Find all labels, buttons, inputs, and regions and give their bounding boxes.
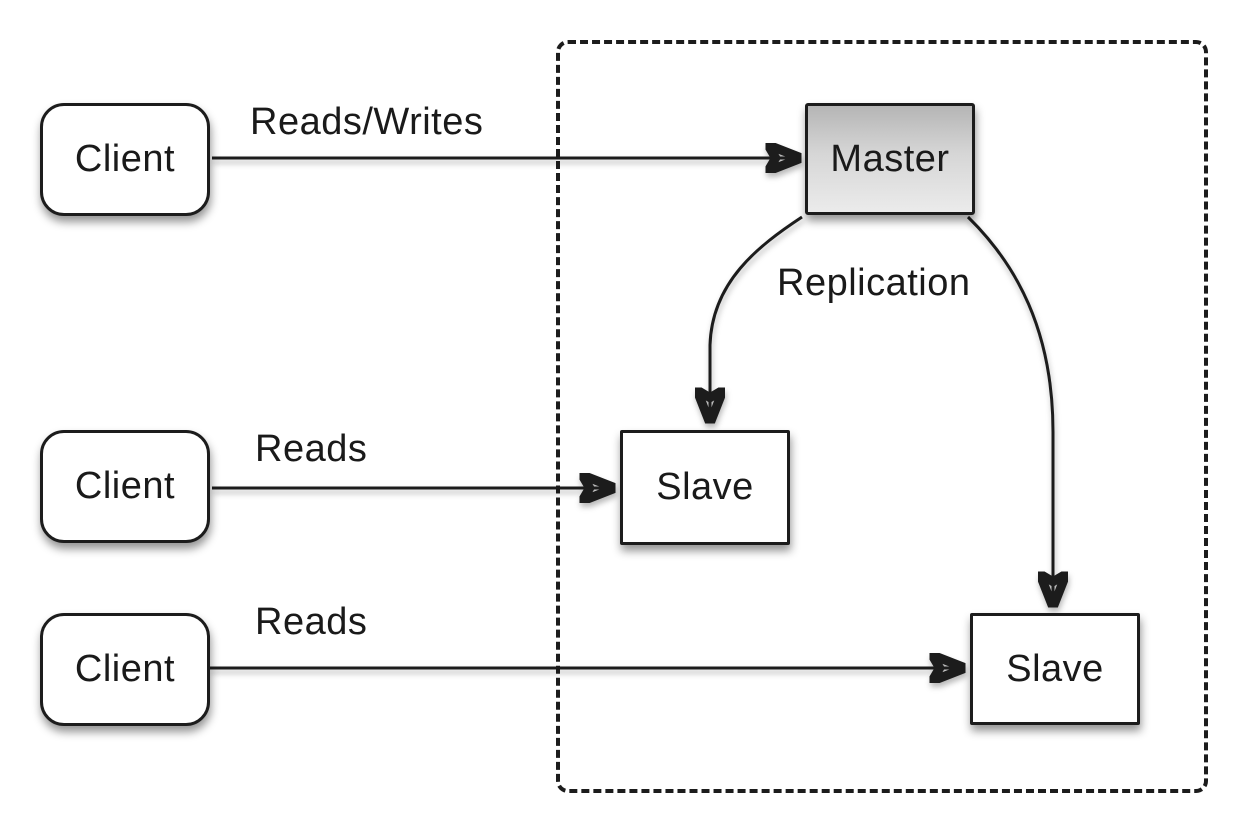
node-slave-1: Slave	[620, 430, 790, 545]
edge-label-reads-writes: Reads/Writes	[250, 101, 484, 143]
node-client-1-label: Client	[74, 138, 176, 180]
node-client-2: Client	[40, 430, 210, 543]
node-client-1: Client	[40, 103, 210, 216]
node-master: Master	[805, 103, 975, 215]
edge-label-replication: Replication	[777, 262, 971, 304]
arrow-master-to-slave1	[710, 215, 803, 422]
node-client-2-label: Client	[74, 465, 176, 507]
edge-label-reads-client2: Reads	[255, 428, 368, 470]
arrow-master-to-slave2	[966, 215, 1053, 606]
node-slave-1-label: Slave	[656, 466, 754, 508]
node-client-3-label: Client	[74, 648, 176, 690]
node-slave-2-label: Slave	[1006, 647, 1104, 690]
node-slave-2: Slave	[970, 613, 1140, 725]
node-master-label: Master	[830, 137, 950, 180]
cluster-boundary	[556, 40, 1208, 793]
edge-label-reads-client3: Reads	[255, 601, 368, 643]
node-client-3: Client	[40, 613, 210, 726]
